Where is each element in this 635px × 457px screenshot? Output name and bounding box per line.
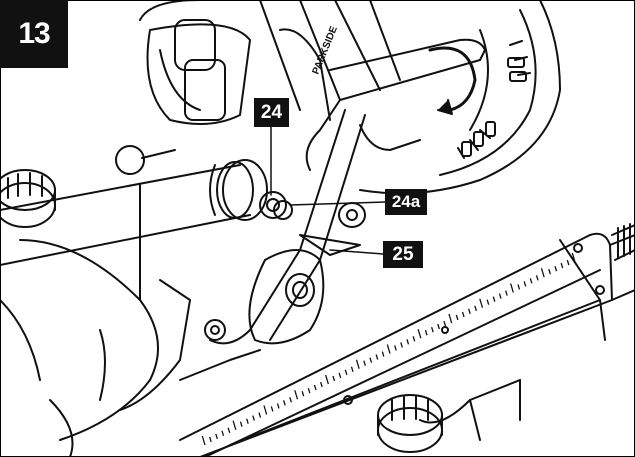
figure-number: 13	[0, 0, 68, 68]
scale-tick	[386, 344, 391, 354]
slide-rail	[0, 159, 268, 301]
locking-knob-right	[611, 223, 635, 261]
locking-knob-bottom	[377, 394, 443, 453]
scale-tick	[517, 284, 521, 290]
scale-tick	[252, 415, 255, 421]
scale-tick	[486, 299, 490, 305]
scale-tick	[529, 278, 533, 284]
scale-tick	[239, 421, 243, 427]
scale-tick	[560, 262, 564, 269]
scale-tick	[325, 374, 329, 385]
scale-tick	[344, 369, 348, 376]
scale-tick	[307, 387, 311, 394]
scale-tick	[270, 406, 274, 412]
ball-handle	[115, 145, 176, 175]
scale-tick	[455, 314, 459, 321]
scale-tick	[498, 293, 502, 299]
scale-tick	[468, 308, 471, 315]
scale-tick	[301, 391, 305, 397]
scale-tick-marks	[201, 252, 576, 446]
scale-tick	[417, 329, 422, 339]
scale-tick	[554, 265, 558, 272]
scale-tick	[381, 351, 385, 357]
scale-tick	[548, 269, 551, 275]
scale-tick	[523, 281, 527, 287]
scale-tick	[535, 275, 539, 281]
scale-tick	[571, 252, 576, 263]
adjustment-screw	[259, 191, 366, 228]
scale-tick	[355, 359, 360, 369]
locking-knob-left	[0, 169, 56, 228]
callout-25: 25	[383, 241, 423, 268]
scale-tick	[474, 305, 477, 311]
scale-tick	[566, 259, 570, 266]
callout-24a: 24a	[385, 189, 427, 215]
scale-tick	[232, 420, 237, 430]
blade-guard	[139, 0, 561, 195]
scale-tick	[258, 412, 262, 418]
scale-tick	[443, 320, 447, 327]
scale-tick	[294, 390, 299, 400]
scale-tick	[215, 433, 218, 440]
scale-tick	[505, 290, 508, 296]
scale-tick	[400, 342, 403, 348]
scale-tick	[412, 336, 416, 342]
scale-tick	[510, 283, 514, 293]
callout-leader-lines	[270, 126, 386, 255]
scale-tick	[283, 400, 286, 406]
scale-tick	[540, 268, 545, 278]
scale-tick	[448, 313, 453, 324]
callout-24: 24	[254, 98, 289, 127]
scale-tick	[363, 360, 366, 366]
miter-scale-plate	[179, 232, 635, 457]
scale-tick	[227, 427, 231, 433]
scale-tick	[375, 354, 379, 360]
scale-tick	[320, 381, 323, 388]
scale-tick	[289, 397, 292, 403]
bevel-lock-lever	[204, 234, 361, 345]
saw-base	[0, 239, 261, 457]
scale-tick	[461, 311, 465, 318]
scale-tick	[431, 326, 434, 333]
scale-tick	[406, 339, 410, 345]
scale-tick	[479, 298, 484, 308]
scale-tick	[424, 330, 428, 336]
scale-tick	[246, 418, 249, 424]
scale-tick	[263, 405, 268, 415]
scale-tick	[201, 435, 206, 446]
scale-tick	[221, 430, 225, 437]
scale-tick	[369, 357, 373, 363]
scale-tick	[338, 372, 342, 379]
scale-tick	[332, 375, 336, 382]
scale-tick	[350, 366, 354, 372]
scale-tick	[276, 403, 280, 409]
scale-tick	[492, 296, 496, 302]
scale-tick	[313, 384, 317, 391]
scale-tick	[394, 345, 397, 351]
scale-tick	[209, 436, 212, 443]
scale-tick	[437, 323, 440, 330]
